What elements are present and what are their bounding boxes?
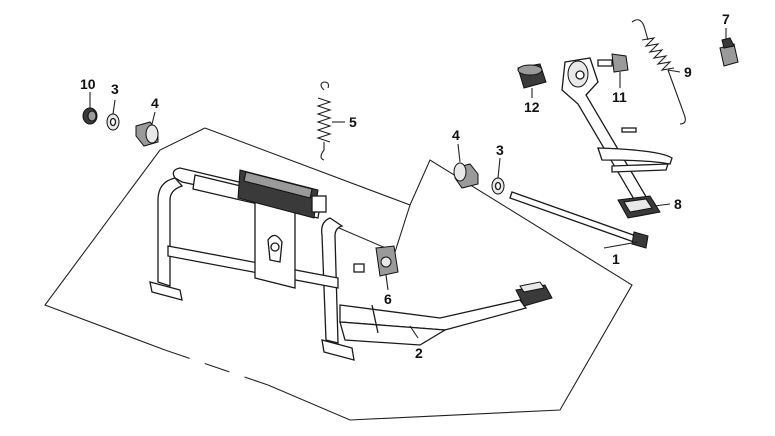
callout-2: 2: [415, 345, 423, 361]
leader-lines: [89, 28, 727, 339]
part-9-spring: [631, 19, 686, 125]
assembly-outline: [44, 127, 633, 421]
part-3-washer-right: [491, 177, 505, 195]
part-8-side-stand: [561, 57, 673, 219]
part-7-clip: [719, 37, 739, 67]
part-1-shaft: [509, 191, 649, 249]
main-stand: [149, 167, 553, 361]
part-6-bracket: [375, 245, 399, 277]
part-10-nut: [82, 107, 98, 125]
part-4-bushing-right: [453, 162, 479, 189]
callout-5: 5: [349, 114, 357, 130]
callout-1: 1: [612, 251, 620, 267]
callout-4-left: 4: [151, 95, 159, 111]
callout-3-right: 3: [496, 142, 504, 158]
part-5-spring: [316, 81, 332, 161]
part-11-bolt: [597, 53, 629, 73]
callout-8: 8: [674, 196, 682, 212]
callout-4-right: 4: [452, 127, 460, 143]
callout-labels: 1 2 3 3 4 4 5 6 7 8 9 10 11 12: [80, 11, 730, 361]
callout-9: 9: [684, 64, 692, 80]
callout-6: 6: [384, 291, 392, 307]
callout-10: 10: [80, 76, 96, 92]
part-12-rubber: [517, 63, 547, 89]
callout-12: 12: [524, 99, 540, 115]
part-3-washer-left: [106, 113, 120, 131]
callout-7: 7: [722, 11, 730, 27]
callout-11: 11: [612, 89, 627, 105]
part-4-bushing-left: [135, 121, 159, 147]
callout-3-left: 3: [111, 81, 119, 97]
